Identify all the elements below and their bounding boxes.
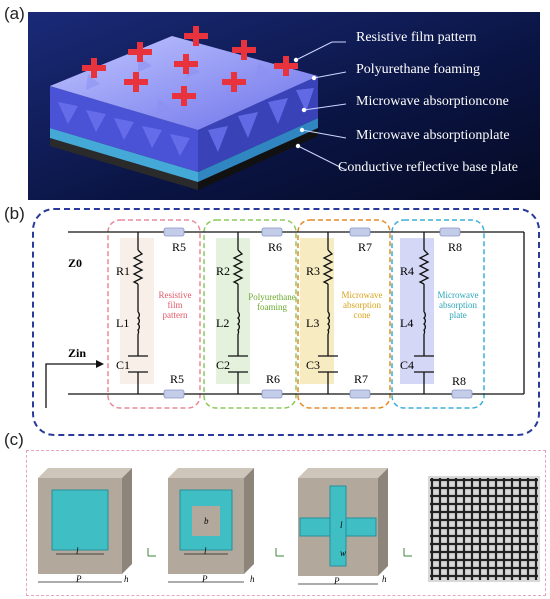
- r5-bottom-label: R5: [170, 372, 185, 386]
- group-1-title-line: pattern: [162, 310, 188, 320]
- r8-bottom-label: R8: [452, 374, 467, 388]
- layer-label-absorption-plate: Microwave absorptionplate: [356, 128, 510, 143]
- group-3-title-line: cone: [353, 310, 371, 320]
- r1-label: R1: [116, 264, 131, 278]
- group-3-title: Microwave absorption cone: [334, 290, 390, 320]
- group-3-title-line: Microwave: [341, 290, 383, 300]
- absorber-3d-illustration: [28, 12, 540, 200]
- group-3-title-line: absorption: [343, 300, 381, 310]
- fabricated-sample-photo: [428, 476, 540, 582]
- cell1-p-label: P: [76, 574, 82, 584]
- unit-cells-frame: [26, 450, 546, 596]
- cell1-h-label: h: [124, 574, 129, 584]
- r7-bottom-label: R7: [354, 372, 369, 386]
- l3-label: L3: [306, 316, 320, 330]
- group-1-title-line: film: [167, 300, 183, 310]
- unit-cell-cross: [298, 468, 388, 585]
- group-box-3: [297, 219, 391, 409]
- r4-label: R4: [400, 264, 415, 278]
- cell3-p-label: P: [334, 576, 340, 586]
- unit-cell-ring: [168, 468, 254, 583]
- group-4-title-line: plate: [449, 310, 467, 320]
- layer-label-polyurethane-foaming: Polyurethane foaming: [356, 62, 481, 77]
- group-1-title: Resistive film pattern: [150, 290, 200, 320]
- layer-label-base-plate: Conductive reflective base plate: [338, 160, 518, 175]
- r3-label: R3: [306, 264, 321, 278]
- group-4-title-line: Microwave: [437, 290, 479, 300]
- group-2-title-line: foaming: [257, 302, 287, 312]
- cell2-p-label: P: [202, 574, 208, 584]
- cell2-h-label: h: [250, 574, 255, 584]
- r7-top-label: R7: [358, 240, 373, 254]
- c4-label: C4: [400, 358, 415, 372]
- l4-label: L4: [400, 316, 414, 330]
- group-box-2: [203, 219, 297, 409]
- unit-cell-square: [38, 468, 132, 583]
- layer-label-resistive-film: Resistive film pattern: [356, 30, 477, 45]
- absorption-plate: [50, 128, 198, 182]
- cell3-w-label: w: [340, 548, 347, 558]
- cell3-l-label: l: [340, 520, 343, 530]
- panel-c-label: (c): [4, 430, 24, 449]
- r6-bottom-label: R6: [266, 372, 281, 386]
- panel-a-label: (a): [4, 4, 25, 23]
- c3-label: C3: [306, 358, 321, 372]
- r6-top-label: R6: [268, 240, 283, 254]
- cell2-b-label: b: [204, 516, 209, 526]
- cell2-l-label: l: [204, 546, 207, 556]
- r2-label: R2: [216, 264, 231, 278]
- l2-label: L2: [216, 316, 230, 330]
- c2-label: C2: [216, 358, 231, 372]
- cell3-h-label: h: [382, 574, 387, 584]
- c1-label: C1: [116, 358, 131, 372]
- zin-label: Zin: [68, 346, 87, 360]
- group-4-title: Microwave absorption plate: [430, 290, 486, 320]
- group-box-1: [107, 219, 201, 409]
- group-4-title-line: absorption: [439, 300, 477, 310]
- group-1-title-line: Resistive: [158, 290, 192, 300]
- l1-label: L1: [116, 316, 130, 330]
- z0-label: Z0: [68, 256, 83, 270]
- group-2-title: Polyurethane foaming: [244, 292, 300, 312]
- r8-top-label: R8: [448, 240, 463, 254]
- group-box-4: [391, 219, 485, 409]
- panel-a-illustration: Resistive film pattern Polyurethane foam…: [28, 12, 540, 200]
- equivalent-circuit-frame: [32, 208, 540, 436]
- r5-top-label: R5: [172, 240, 187, 254]
- group-2-title-line: Polyurethane: [248, 292, 296, 302]
- polyurethane-foam-top: [50, 36, 318, 130]
- cell1-l-label: l: [76, 546, 79, 556]
- resistive-film-crosses: [82, 26, 298, 106]
- panel-b-label: (b): [4, 204, 25, 223]
- layer-label-absorption-cone: Microwave absorptioncone: [356, 94, 509, 109]
